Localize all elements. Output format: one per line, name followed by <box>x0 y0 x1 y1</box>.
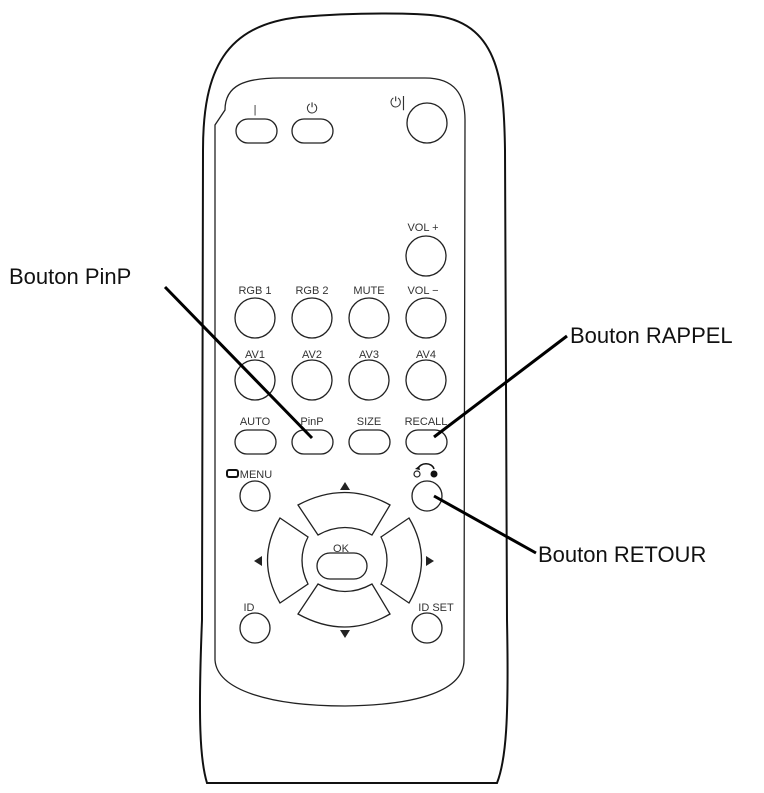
on-label: | <box>254 104 257 116</box>
av3-label: AV3 <box>359 349 379 361</box>
menu-label: MENU <box>240 469 272 481</box>
av4-label: AV4 <box>416 349 436 361</box>
return-icon <box>413 463 438 478</box>
callout-return: Bouton RETOUR <box>538 542 706 567</box>
av1-label: AV1 <box>245 349 265 361</box>
standby-icon: ⏻ <box>306 101 317 117</box>
size-button[interactable] <box>348 429 391 455</box>
standby-button[interactable] <box>291 118 334 144</box>
arrow-left-icon <box>254 556 262 566</box>
id-label: ID <box>244 602 255 614</box>
vol-plus-button[interactable] <box>405 235 447 277</box>
leader-pinp <box>163 285 314 440</box>
arrow-up-icon <box>340 482 350 490</box>
ok-button[interactable] <box>316 552 368 580</box>
mute-label: MUTE <box>353 285 384 297</box>
id-set-button[interactable] <box>411 612 443 644</box>
power-icon: ⏻| <box>390 95 406 111</box>
av2-label: AV2 <box>302 349 322 361</box>
leader-recall <box>433 334 568 439</box>
mute-button[interactable] <box>348 297 390 339</box>
av3-button[interactable] <box>348 359 390 401</box>
dpad-right-button[interactable] <box>380 517 423 604</box>
menu-icon-inner <box>228 471 237 476</box>
pinp-button[interactable] <box>291 429 334 455</box>
on-button[interactable] <box>235 118 278 144</box>
dpad-down-button[interactable] <box>297 583 391 628</box>
auto-button[interactable] <box>234 429 277 455</box>
remote-body-outline <box>198 12 509 784</box>
vol-minus-label: VOL − <box>407 285 438 297</box>
rgb2-label: RGB 2 <box>295 285 328 297</box>
rgb2-button[interactable] <box>291 297 333 339</box>
id-button[interactable] <box>239 612 271 644</box>
av2-button[interactable] <box>291 359 333 401</box>
recall-label: RECALL <box>405 416 448 428</box>
power-button[interactable] <box>406 102 448 144</box>
menu-button[interactable] <box>239 480 271 512</box>
arrow-down-icon <box>340 630 350 638</box>
size-label: SIZE <box>357 416 381 428</box>
arrow-right-icon <box>426 556 434 566</box>
leader-return <box>433 494 537 555</box>
ok-label: OK <box>333 543 350 555</box>
return-button[interactable] <box>411 480 443 512</box>
dpad-up-button[interactable] <box>297 491 391 536</box>
pinp-label: PinP <box>300 416 323 428</box>
rgb1-button[interactable] <box>234 297 276 339</box>
id-set-label: ID SET <box>418 602 454 614</box>
vol-plus-label: VOL + <box>407 222 438 234</box>
callout-recall: Bouton RAPPEL <box>570 323 733 348</box>
dpad-left-button[interactable] <box>266 517 309 604</box>
rgb1-label: RGB 1 <box>238 285 271 297</box>
remote-inner-panel <box>214 77 466 707</box>
av4-button[interactable] <box>405 359 447 401</box>
auto-label: AUTO <box>240 416 271 428</box>
vol-minus-button[interactable] <box>405 297 447 339</box>
callout-pinp: Bouton PinP <box>9 264 131 289</box>
